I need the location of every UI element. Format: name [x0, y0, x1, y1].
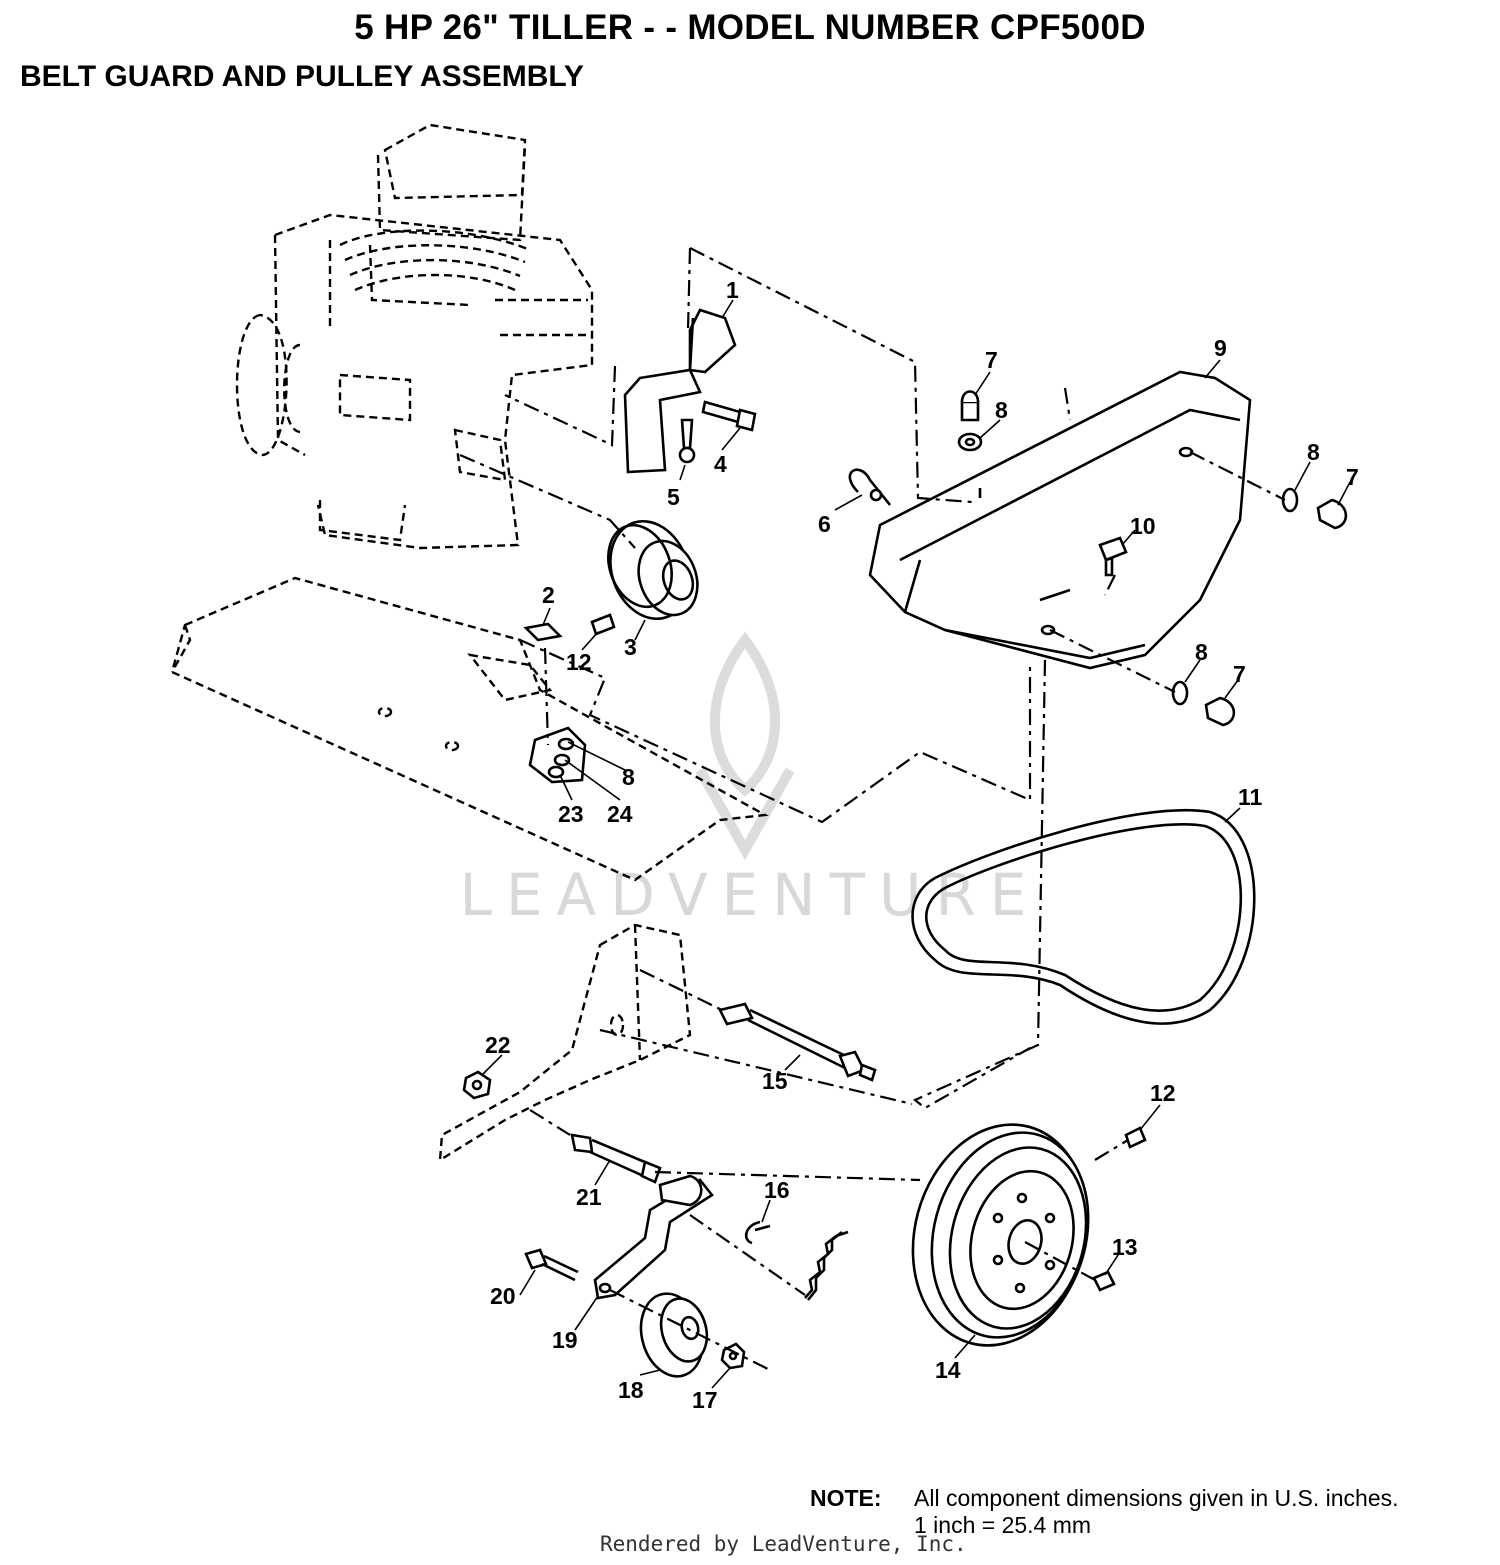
- bolt-part-10: [1098, 536, 1128, 577]
- callout-18: 18: [618, 1377, 644, 1403]
- callout-19: 19: [552, 1327, 578, 1353]
- callout-16: 16: [764, 1177, 790, 1203]
- callout-4: 4: [714, 451, 727, 477]
- engine-pulley-part-3: [607, 519, 699, 621]
- callout-8-lower: 8: [1195, 639, 1208, 665]
- set-screw-part-12-lower: [1124, 1126, 1147, 1149]
- nut-part-22: [462, 1070, 492, 1100]
- idler-arm-part-19: [593, 1174, 714, 1300]
- washer-part-8-lower: [1171, 680, 1189, 706]
- engine: [235, 123, 594, 550]
- callout-17: 17: [692, 1387, 718, 1413]
- note-label: NOTE:: [810, 1485, 882, 1511]
- washer-part-8-right: [1281, 487, 1299, 513]
- callout-22: 22: [485, 1032, 511, 1058]
- callout-8-top: 8: [995, 397, 1008, 423]
- footer-credit: Rendered by LeadVenture, Inc.: [600, 1532, 967, 1556]
- lower-bracket: [438, 923, 692, 1163]
- callout-12-upper: 12: [566, 649, 592, 675]
- callout-6: 6: [818, 511, 831, 537]
- page-title: 5 HP 26" TILLER - - MODEL NUMBER CPF500D: [354, 8, 1146, 47]
- belt-guard-part-9: [868, 370, 1252, 670]
- tine-pulley-part-14: [911, 1123, 1090, 1347]
- callouts: 1 2 3 4 5 6 7 7 7 8 8 8 8 9 10 11 12 12 …: [485, 277, 1359, 1413]
- drive-belt-part-11: [911, 808, 1256, 1025]
- callout-10: 10: [1130, 513, 1156, 539]
- screw-part-5: [678, 418, 696, 464]
- callout-8-right: 8: [1307, 439, 1320, 465]
- watermark-flame-icon: [695, 631, 795, 861]
- washer-part-8-top: [957, 432, 983, 452]
- callout-5: 5: [667, 484, 680, 510]
- key-part-2: [523, 622, 563, 642]
- watermark-text: LEADVENTURE: [460, 861, 1041, 929]
- tine-frame: [170, 576, 769, 882]
- callout-21: 21: [576, 1184, 602, 1210]
- bolt-part-20: [524, 1248, 579, 1282]
- shaft-part-15: [718, 1002, 877, 1082]
- idler-pulley-part-18: [639, 1292, 709, 1378]
- assembly-lines: [459, 247, 1286, 1371]
- clip-part-6: [848, 468, 892, 506]
- callout-12-lower: 12: [1150, 1080, 1176, 1106]
- nut-part-17: [720, 1342, 746, 1370]
- callout-1: 1: [726, 277, 739, 303]
- callout-24: 24: [607, 801, 633, 827]
- callout-7-top: 7: [985, 347, 998, 373]
- callout-2: 2: [542, 582, 555, 608]
- bracket-part-1: [623, 308, 737, 474]
- page-subtitle: BELT GUARD AND PULLEY ASSEMBLY: [20, 60, 584, 93]
- spring: [804, 1230, 849, 1301]
- callout-7-lower: 7: [1233, 661, 1246, 687]
- set-screw-part-12-upper: [590, 613, 616, 636]
- acorn-nut-part-7-lower: [1204, 696, 1236, 727]
- callout-23: 23: [558, 801, 584, 827]
- mounting-plate-parts-23-24: [528, 726, 587, 784]
- callout-13: 13: [1112, 1234, 1138, 1260]
- callout-9: 9: [1214, 335, 1227, 361]
- leader-lines: [481, 299, 1351, 1389]
- callout-8-plate: 8: [622, 764, 635, 790]
- callout-11: 11: [1238, 784, 1263, 810]
- acorn-nut-part-7-top: [960, 390, 980, 422]
- callout-7-right: 7: [1346, 464, 1359, 490]
- callout-15: 15: [762, 1068, 788, 1094]
- key-part-13: [1092, 1270, 1116, 1292]
- callout-3: 3: [624, 634, 637, 660]
- note-conversion-text: 1 inch = 25.4 mm: [914, 1512, 1092, 1538]
- callout-14: 14: [935, 1357, 961, 1383]
- watermark: LEADVENTURE: [460, 631, 1041, 929]
- bolt-part-4: [701, 400, 757, 432]
- acorn-nut-part-7-right: [1316, 498, 1348, 530]
- pin-part-21: [570, 1133, 662, 1184]
- clip-part-16: [744, 1220, 771, 1245]
- callout-20: 20: [490, 1283, 516, 1309]
- note-dimensions-text: All component dimensions given in U.S. i…: [914, 1485, 1399, 1511]
